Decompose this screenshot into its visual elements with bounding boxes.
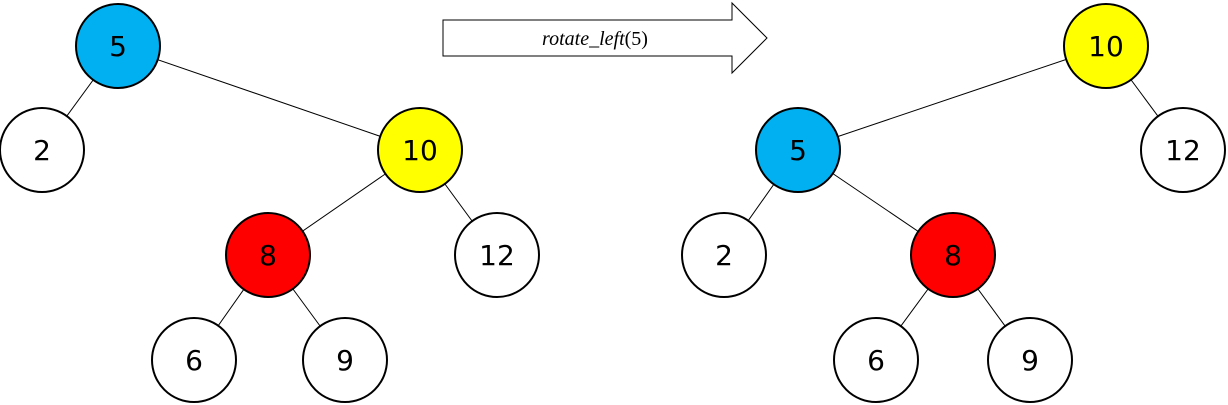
node-label: 2	[715, 239, 733, 272]
node-6: 6	[833, 317, 919, 403]
node-label: 6	[185, 344, 203, 377]
nodes-after: 10 5 12 2 8 6 9	[681, 3, 1226, 403]
edges-after	[723, 45, 1184, 361]
node-8: 8	[910, 212, 996, 298]
node-label: 9	[1021, 344, 1039, 377]
node-label: 12	[1165, 134, 1201, 167]
nodes-before: 5 2 10 8 12 6 9	[0, 3, 540, 403]
arrow-func: rotate_left	[542, 28, 625, 50]
node-circle	[1063, 3, 1149, 89]
node-label: 10	[402, 134, 438, 167]
node-label: 9	[336, 344, 354, 377]
node-2: 2	[681, 212, 767, 298]
node-5: 5	[75, 3, 161, 89]
node-circle	[377, 107, 463, 193]
tree-after: 10 5 12 2 8 6 9	[681, 3, 1226, 403]
edges-before	[41, 45, 498, 361]
node-circle	[454, 212, 540, 298]
node-label: 12	[479, 239, 515, 272]
node-5: 5	[755, 107, 841, 193]
node-label: 5	[109, 30, 127, 63]
node-circle	[302, 317, 388, 403]
rotate-left-arrow: rotate_left(5)	[442, 1, 768, 75]
edge-n10-n5	[797, 45, 1107, 151]
node-circle	[151, 317, 237, 403]
arrow-shape	[442, 1, 768, 75]
node-10: 10	[377, 107, 463, 193]
node-circle	[225, 212, 311, 298]
node-circle	[0, 107, 85, 193]
node-12: 12	[454, 212, 540, 298]
node-circle	[833, 317, 919, 403]
node-label: 8	[259, 239, 277, 272]
node-12: 12	[1140, 107, 1226, 193]
edge-n5-n10	[117, 45, 421, 151]
node-9: 9	[987, 317, 1073, 403]
node-circle	[1140, 107, 1226, 193]
node-circle	[987, 317, 1073, 403]
node-label: 6	[867, 344, 885, 377]
node-label: 2	[33, 134, 51, 167]
node-circle	[910, 212, 996, 298]
node-circle	[75, 3, 161, 89]
node-label: 5	[789, 134, 807, 167]
arrow-label: rotate_left(5)	[542, 28, 648, 50]
node-2: 2	[0, 107, 85, 193]
arrow-arg: (5)	[625, 28, 648, 50]
node-10: 10	[1063, 3, 1149, 89]
node-label: 8	[944, 239, 962, 272]
node-8: 8	[225, 212, 311, 298]
node-9: 9	[302, 317, 388, 403]
tree-before: 5 2 10 8 12 6 9	[0, 3, 540, 403]
node-label: 10	[1088, 30, 1124, 63]
node-6: 6	[151, 317, 237, 403]
node-circle	[755, 107, 841, 193]
node-circle	[681, 212, 767, 298]
